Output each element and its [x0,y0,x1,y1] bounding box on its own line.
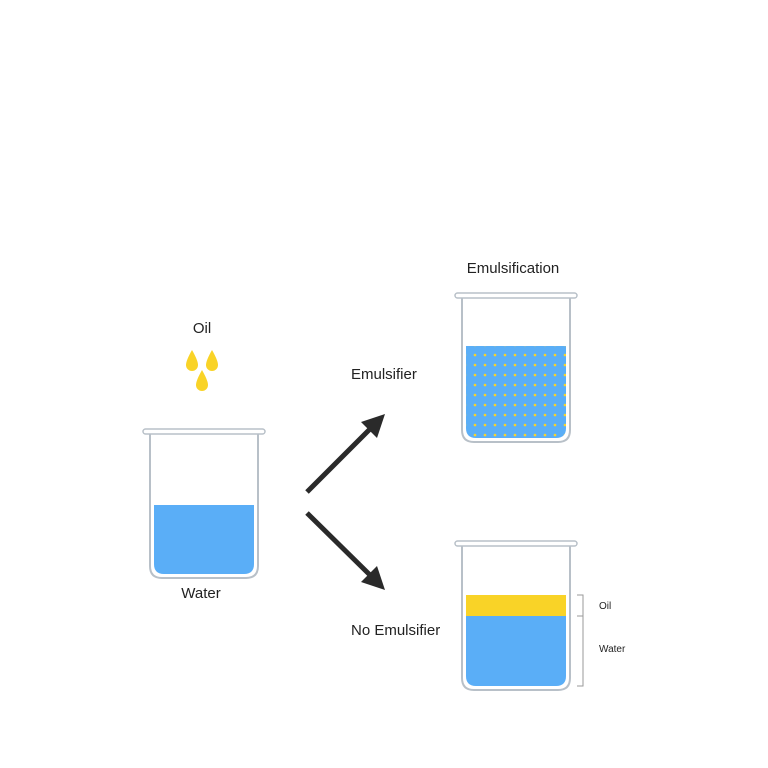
water-bracket [577,615,584,687]
water-label: Water [181,585,220,602]
beaker-rim [454,540,578,547]
emulsification-title: Emulsification [467,260,560,277]
emulsification-beaker [454,292,578,443]
beaker-wall [461,546,571,691]
oil-bracket [577,594,584,617]
arrow-icon [361,566,385,590]
beaker-rim [142,428,266,435]
oil-droplet-dispersion [466,346,566,438]
water-layer-label: Water [599,644,626,655]
beaker-wall [461,298,571,443]
water-layer [466,616,566,686]
layer-brackets [577,594,584,687]
oil-label: Oil [193,320,211,337]
oil-layer [466,595,566,616]
arrow-icon [361,414,385,438]
no-emulsifier-arrow [305,511,385,590]
water-liquid [154,505,254,574]
beaker-wall [149,434,259,579]
droplet-icon [206,350,218,371]
water-beaker [142,428,266,579]
oil-layer-label: Oil [599,601,611,612]
emulsifier-label: Emulsifier [351,366,417,383]
oil-drops [186,350,218,391]
droplet-icon [196,370,208,391]
separated-beaker [454,540,578,691]
emulsifier-arrow [305,414,385,494]
droplet-icon [186,350,198,371]
beaker-rim [454,292,578,299]
no-emulsifier-label: No Emulsifier [351,622,440,639]
